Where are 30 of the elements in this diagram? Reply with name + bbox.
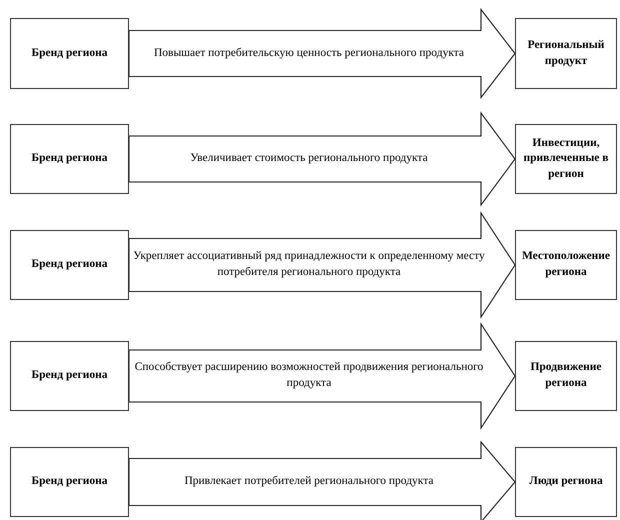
- block-arrow: [128, 211, 516, 319]
- edge-label: Привлекает потребителей регионального продукта: [184, 474, 434, 490]
- block-arrow: [128, 440, 516, 520]
- process-box: [515, 124, 617, 194]
- process-box: [515, 341, 617, 411]
- block-arrow: [128, 111, 516, 207]
- process-box: [515, 447, 617, 517]
- box-label: Бренд региона: [32, 368, 108, 384]
- box-label: Бренд региона: [32, 151, 108, 166]
- process-box: [10, 447, 129, 517]
- process-box: [10, 124, 129, 194]
- box-label: Инвестиции, привлеченные в регион: [522, 136, 610, 182]
- box-label: Продвижение региона: [529, 360, 603, 391]
- box-label: Бренд региона: [32, 257, 108, 272]
- edge-label: Увеличивает стоимость регионального продукта: [190, 151, 428, 166]
- process-box: [10, 341, 129, 411]
- box-label: Местоположение региона: [520, 249, 612, 280]
- edge-label: Повышает потребительскую ценность регионального продукта: [154, 46, 464, 61]
- box-label: Бренд региона: [32, 474, 108, 490]
- edge-label: Способствует расширению возможностей продвижения регионального продукта: [134, 360, 484, 391]
- process-box: [10, 230, 129, 300]
- process-box: [515, 18, 617, 89]
- process-box: [515, 230, 617, 300]
- box-label: Люди региона: [529, 474, 603, 490]
- edge-label: Укрепляет ассоциативный ряд принадлежности к определенному месту потребителя регионального продукта: [133, 249, 485, 280]
- block-arrow: [128, 322, 516, 430]
- box-label: Региональный продукт: [526, 38, 606, 68]
- block-arrow: [128, 8, 516, 100]
- process-box: [10, 18, 129, 89]
- box-label: Бренд региона: [32, 46, 108, 61]
